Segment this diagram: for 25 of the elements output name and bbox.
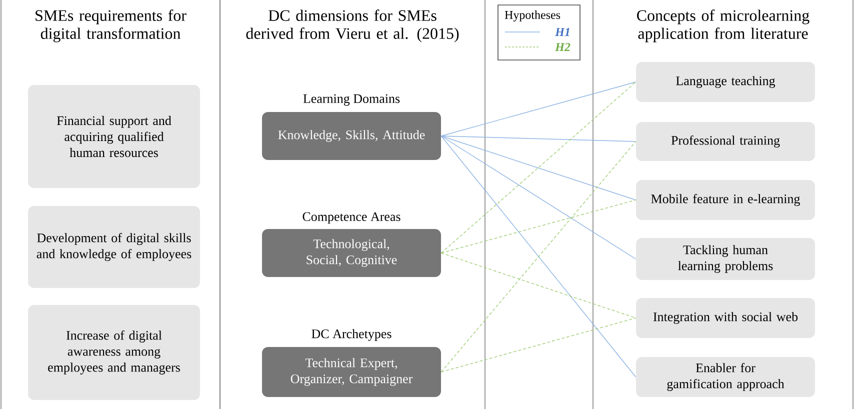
connector-line (440, 318, 636, 372)
legend-label: H1 (555, 28, 570, 36)
node-label: Competence Areas (302, 212, 400, 224)
concept-box: Mobile feature in e-learning (636, 180, 815, 220)
concept-box: Enabler for gamification approach (636, 357, 815, 397)
concept-box: Development of digital skills and knowledge of employees (28, 206, 200, 288)
connector-line (440, 252, 636, 318)
node-label: DC Archetypes (312, 329, 392, 341)
connector-line (440, 136, 636, 200)
connector-line (440, 82, 636, 254)
concept-box: Increase of digital awareness among employees and managers (28, 305, 200, 400)
dimension-box: Learning Domains Knowledge, Skills, Attitude (262, 94, 441, 160)
connector-line (440, 82, 636, 136)
dimension-box: DC Archetypes Technical Expert, Organizer, Campaigner (262, 329, 441, 397)
connector-line (440, 136, 636, 260)
concept-box: Tackling human learning problems (636, 238, 815, 280)
concept-box: Language teaching (636, 62, 815, 102)
concept-box: Financial support and acquiring qualified human resources (28, 85, 200, 188)
concept-box: Integration with social web (636, 298, 815, 338)
node-label: Learning Domains (303, 94, 400, 106)
connector-line (440, 136, 636, 142)
legend-label: H2 (555, 43, 570, 51)
concept-box: Professional training (636, 122, 815, 161)
dimension-box: Competence Areas Technological, Social, Cognitive (262, 212, 441, 277)
connector-line (440, 200, 636, 254)
